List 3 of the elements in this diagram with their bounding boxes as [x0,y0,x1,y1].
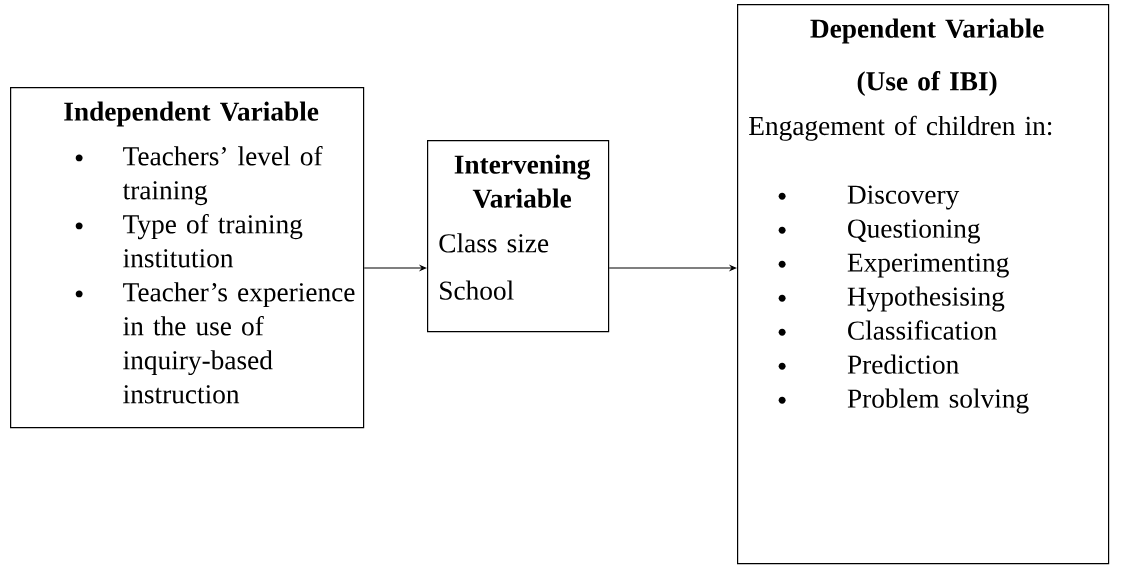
text-box: Independent Variable Teachers’ level of training Type of training institution Teacher’s experience in the use of inquiry-based instruction [10,87,365,429]
text-box: Dependent Variable (Use of IBI) Engagement of children in: Discovery Questioning Experimenting Hypothesising Classification Prediction Problem solving [737,4,1110,565]
text-box: Intervening Variable Class size School [427,140,610,333]
